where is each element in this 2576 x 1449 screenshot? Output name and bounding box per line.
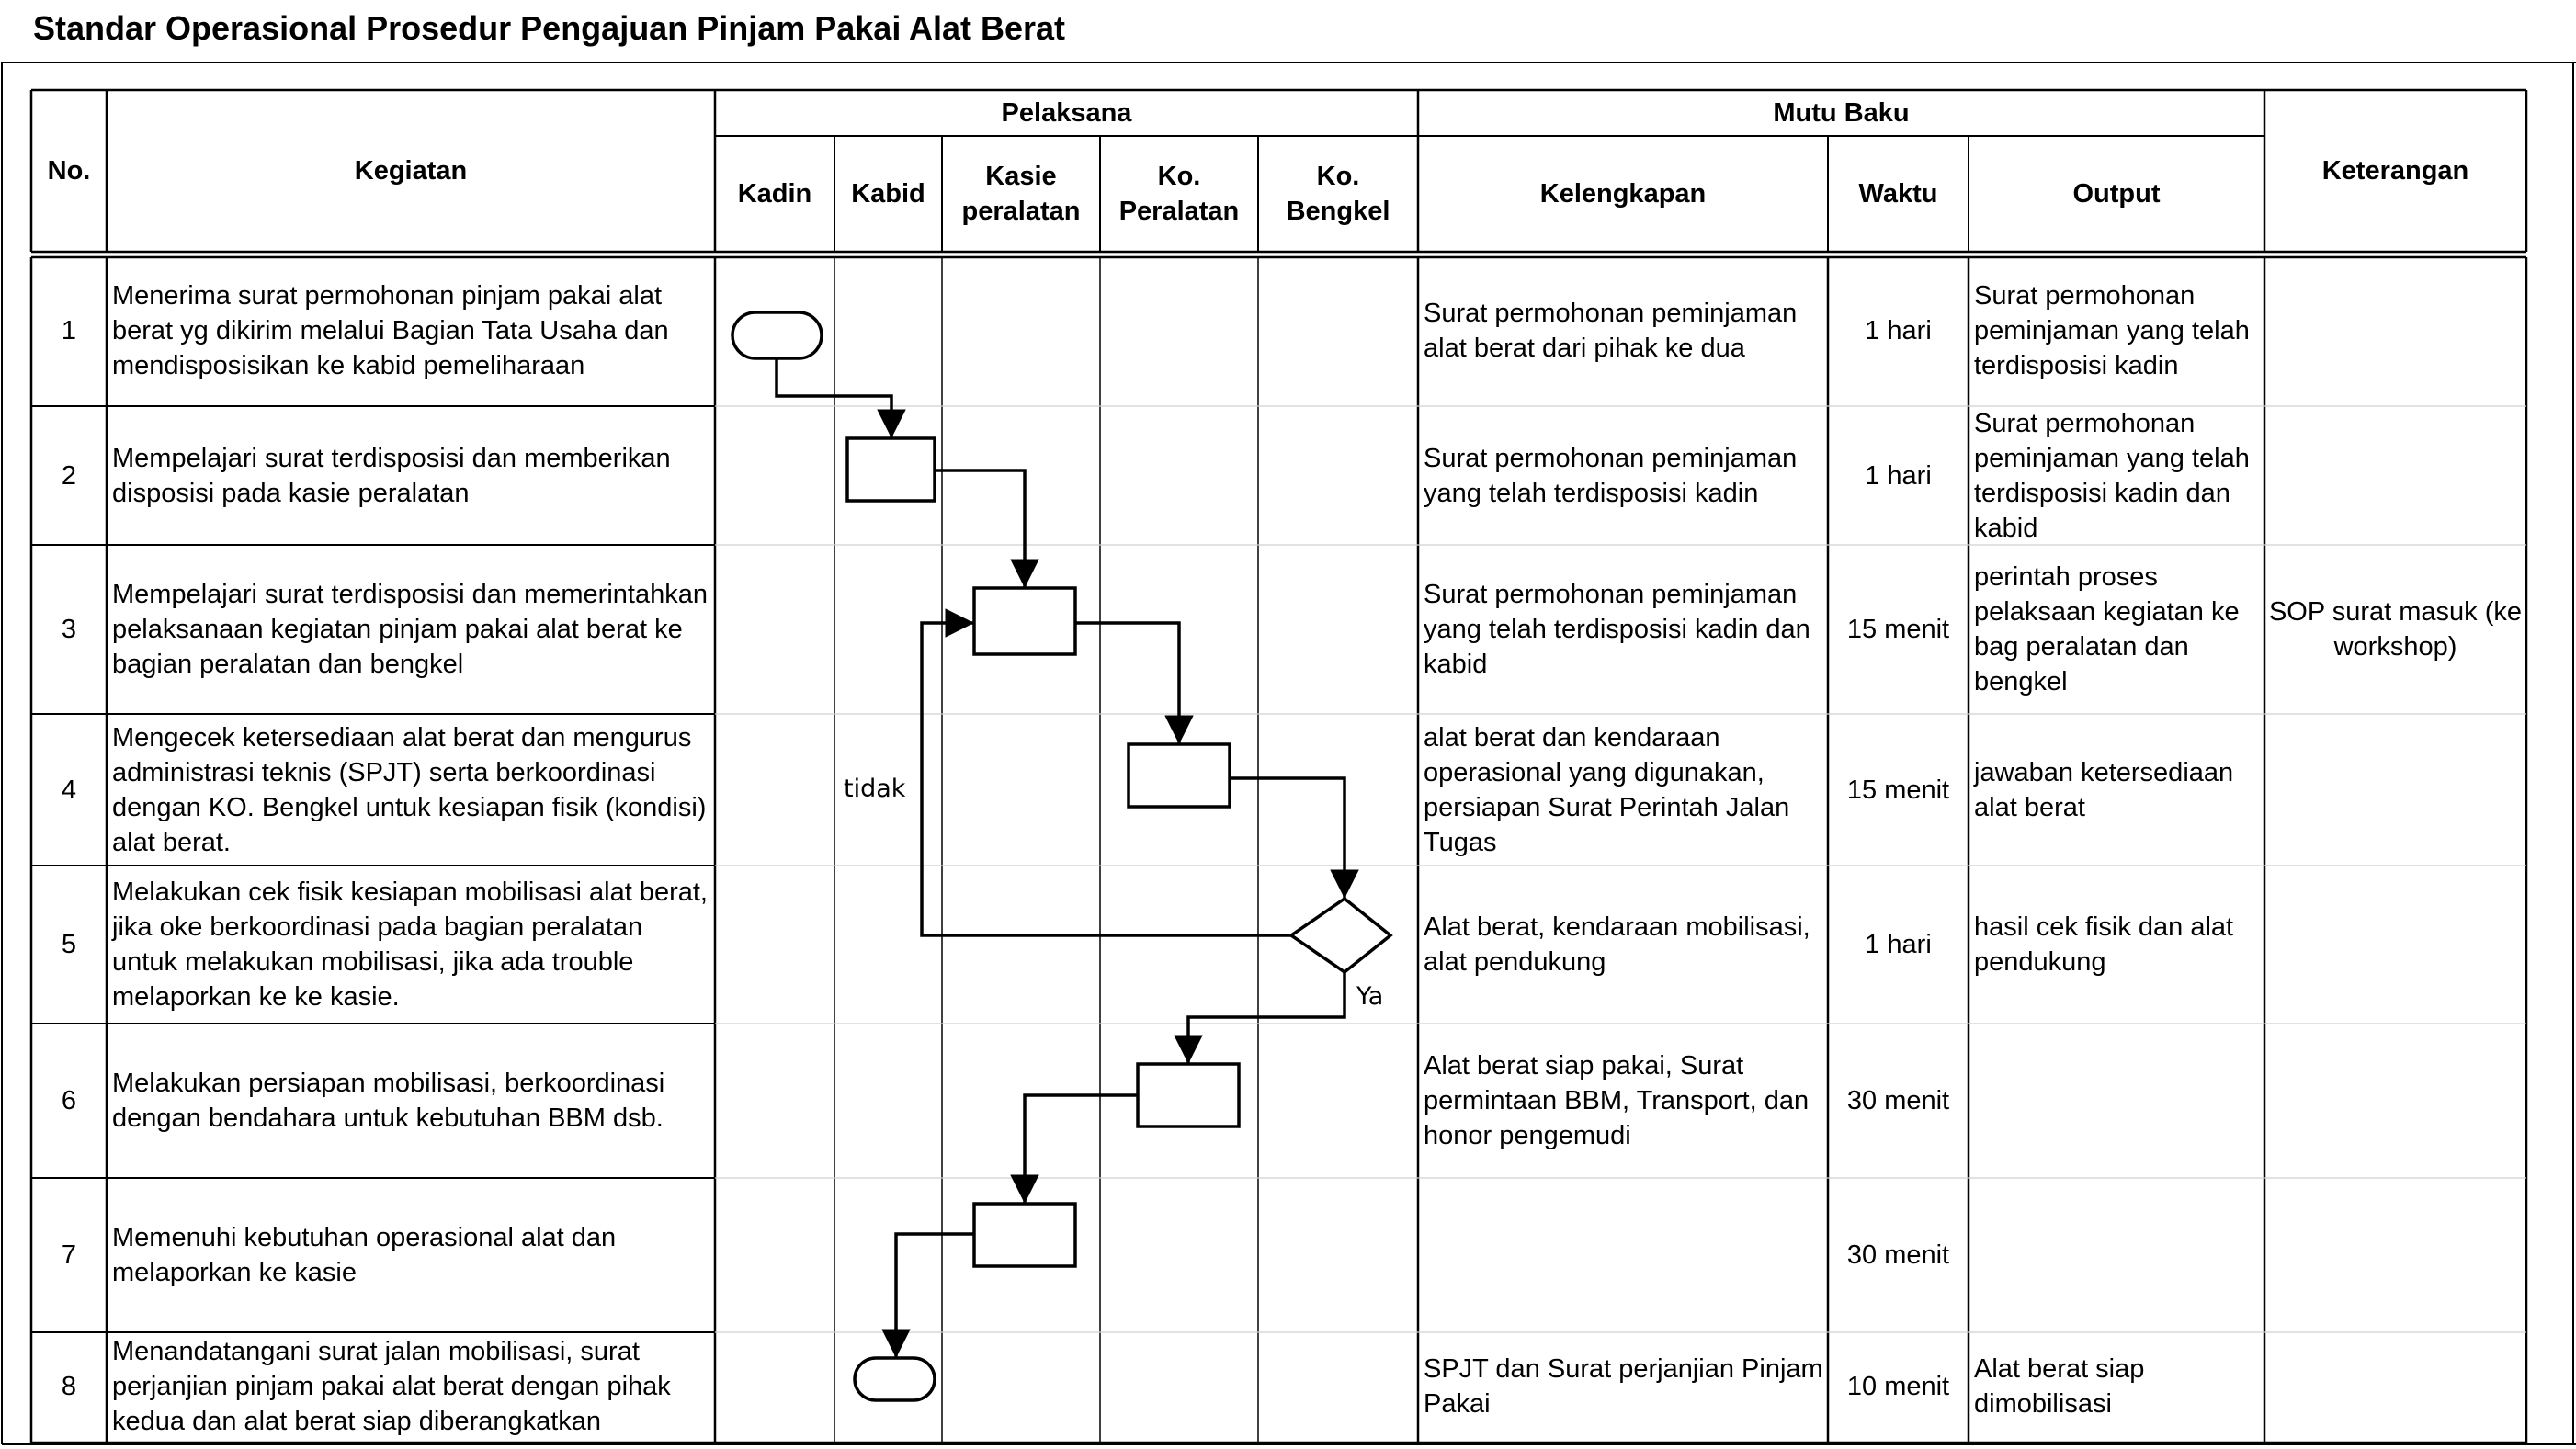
flow-arrow-7-8 [881, 1232, 974, 1358]
row-kelengkapan: Alat berat siap pakai, Surat permintaan … [1424, 1051, 1810, 1150]
row-no: 6 [61, 1086, 77, 1115]
row-no: 1 [61, 316, 77, 345]
flow-arrow-yes-to-6 [1174, 972, 1346, 1064]
row-waktu: 15 menit [1846, 775, 1950, 805]
row-kelengkapan: SPJT dan Surat perjanjian Pinjam Pakai [1424, 1354, 1823, 1419]
header-kabid: Kabid [851, 179, 925, 209]
header-mutu-baku: Mutu Baku [1773, 98, 1910, 128]
row-waktu: 30 menit [1846, 1086, 1950, 1115]
flow-label-no: tidak [844, 775, 906, 803]
header-kegiatan: Kegiatan [354, 156, 468, 186]
row-waktu: 10 menit [1846, 1372, 1950, 1401]
row-output: Alat berat siap dimobilisasi [1974, 1354, 2145, 1419]
header-kelengkapan: Kelengkapan [1539, 179, 1707, 209]
flow-terminator-end [853, 1356, 936, 1402]
row-kelengkapan: Alat berat, kendaraan mobilisasi, alat p… [1424, 912, 1810, 977]
row-output: hasil cek fisik dan alat pendukung [1974, 912, 2234, 977]
row-kegiatan: Menandatangani surat jalan mobilisasi, s… [112, 1337, 671, 1436]
row-kelengkapan: Surat permohonan peminjaman yang telah t… [1424, 443, 1798, 508]
header-waktu: Waktu [1858, 179, 1938, 209]
row-no: 2 [61, 460, 77, 491]
header-keterangan: Keterangan [2321, 156, 2469, 186]
flow-label-yes: Ya [1356, 982, 1383, 1011]
row-kegiatan: Mempelajari surat terdisposisi dan membe… [112, 443, 671, 508]
flow-arrow-3-4 [1075, 621, 1194, 744]
row-no: 5 [61, 930, 77, 959]
row-kegiatan: Mengecek ketersediaan alat berat dan men… [112, 722, 707, 857]
row-waktu: 1 hari [1865, 316, 1932, 345]
flow-decision-diamond [1288, 896, 1393, 975]
row-kelengkapan: Surat permohonan peminjaman yang telah t… [1424, 580, 1810, 679]
flow-terminator-start [731, 311, 823, 360]
flow-arrow-1-2 [775, 358, 906, 438]
row-waktu: 1 hari [1865, 460, 1932, 491]
flow-process-ko-peralatan-prep [1136, 1062, 1241, 1128]
row-kegiatan: Melakukan cek fisik kesiapan mobilisasi … [112, 877, 708, 1012]
header-pelaksana: Pelaksana [1001, 98, 1132, 128]
row-no: 4 [61, 775, 77, 805]
row-no: 3 [61, 615, 77, 644]
row-output: perintah proses pelaksaan kegiatan ke ba… [1974, 562, 2240, 696]
row-output: Surat permohonan peminjaman yang telah t… [1974, 281, 2250, 380]
row-output: Surat permohonan peminjaman yang telah t… [1974, 408, 2250, 543]
row-kegiatan: Melakukan persiapan mobilisasi, berkoord… [112, 1069, 665, 1133]
row-kegiatan: Mempelajari surat terdisposisi dan memer… [112, 580, 708, 679]
row-output: jawaban ketersediaan alat berat [1974, 757, 2234, 822]
row-waktu: 15 menit [1846, 615, 1950, 644]
row-waktu: 30 menit [1846, 1240, 1950, 1270]
flow-arrow-no-to-3 [920, 608, 1291, 937]
row-waktu: 1 hari [1865, 930, 1932, 959]
header-kasie-peralatan: Kasie peralatan [961, 162, 1081, 226]
row-kegiatan: Menerima surat permohonan pinjam pakai a… [112, 281, 669, 380]
row-kelengkapan: alat berat dan kendaraan operasional yan… [1424, 722, 1790, 857]
header-output: Output [2072, 179, 2161, 209]
row-kegiatan: Memenuhi kebutuhan operasional alat dan … [112, 1223, 617, 1287]
flow-process-kasie-fulfill [972, 1202, 1077, 1268]
flow-arrow-2-3 [935, 469, 1039, 588]
flow-arrow-4-5 [1230, 776, 1359, 899]
page-title: Standar Operasional Prosedur Pengajuan P… [33, 9, 1066, 47]
row-kelengkapan: Surat permohonan peminjaman alat berat d… [1424, 299, 1798, 363]
row-no: 7 [61, 1240, 77, 1270]
header-ko-bengkel: Ko. Bengkel [1286, 162, 1390, 226]
row-no: 8 [61, 1372, 77, 1401]
flow-process-kabid [845, 436, 936, 503]
row-keterangan: SOP surat masuk (ke workshop) [2268, 597, 2523, 662]
flow-process-ko-peralatan-check [1127, 742, 1231, 809]
header-ko-peralatan: Ko. Peralatan [1118, 162, 1240, 226]
header-no: No. [47, 156, 91, 186]
flow-process-kasie [972, 586, 1077, 656]
header-kadin: Kadin [737, 179, 812, 209]
flow-arrow-6-7 [1010, 1093, 1138, 1204]
